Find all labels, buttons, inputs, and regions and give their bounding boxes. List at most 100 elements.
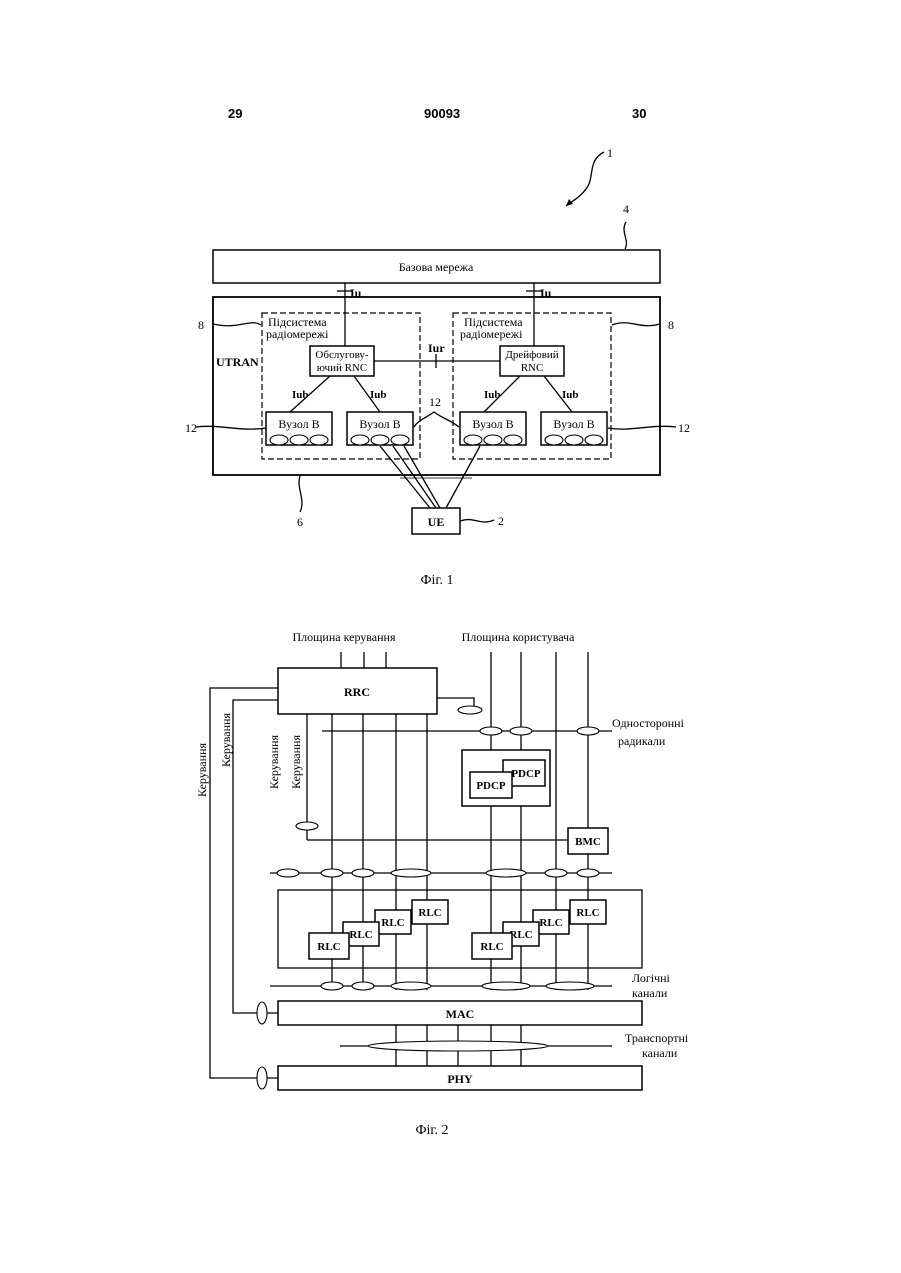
control-label-4: Керування (289, 735, 303, 789)
sap-ellipse (321, 869, 343, 877)
bmc-label: BMC (575, 836, 601, 848)
logical-channels-line2: канали (632, 986, 668, 1000)
transport-channels-line1: Транспортні (625, 1031, 689, 1045)
ref-leader-12-left (196, 426, 266, 429)
ref-label-1: 1 (607, 146, 613, 160)
sap-ellipse (352, 869, 374, 877)
rlc-label: RLC (480, 941, 503, 953)
pdcp-front-label: PDCP (476, 780, 506, 792)
ref-leader-2 (460, 520, 494, 522)
ref-leader-4 (624, 222, 626, 249)
rlc-label: RLC (418, 907, 441, 919)
ref-leader-6 (299, 476, 302, 512)
ref-label-8-left: 8 (198, 318, 204, 332)
sap-ellipse (277, 869, 299, 877)
pdcp-back-label: PDCP (511, 768, 541, 780)
rlc-label: RLC (539, 917, 562, 929)
phy-label: PHY (447, 1072, 473, 1086)
serving-rnc-line2: ючий RNC (317, 362, 367, 374)
cell-icon (310, 435, 328, 445)
cell-icon (545, 435, 563, 445)
figure-1: 1 Базова мережа 4 Iu Iu UTRAN Підсистема… (185, 146, 690, 588)
cell-icon (585, 435, 603, 445)
node-b-2-label: Вузол B (359, 417, 400, 431)
cell-icon (484, 435, 502, 445)
utran-label: UTRAN (216, 355, 259, 369)
ref-leader-12-mid (414, 412, 459, 427)
control-plane-label: Площина керування (293, 630, 396, 644)
node-b-2: Вузол B (347, 412, 413, 445)
figure-1-caption: Фіг. 1 (420, 573, 453, 588)
ue-label: UE (428, 515, 445, 529)
ref-label-6: 6 (297, 515, 303, 529)
cell-icon (290, 435, 308, 445)
cell-icon (270, 435, 288, 445)
control-label-3: Керування (267, 735, 281, 789)
node-b-3: Вузол B (460, 412, 526, 445)
core-network-label: Базова мережа (399, 260, 474, 274)
ref-arrow-1 (566, 152, 604, 206)
user-plane-label: Площина користувача (462, 630, 576, 644)
rlc-label: RLC (349, 929, 372, 941)
control-label-1: Керування (195, 743, 209, 797)
rlc-label: RLC (576, 907, 599, 919)
ref-label-2: 2 (498, 514, 504, 528)
sap-ellipse (257, 1002, 267, 1024)
unidirectional-line1: Односторонні (612, 716, 685, 730)
cell-icon (464, 435, 482, 445)
iub-label-3: Iub (484, 389, 501, 401)
sap-ellipse (546, 982, 594, 990)
sap-ellipse (391, 869, 431, 877)
cell-icon (565, 435, 583, 445)
cell-icon (504, 435, 522, 445)
rrc-label: RRC (344, 685, 370, 699)
logical-channels-line1: Логічні (632, 971, 671, 985)
iub-label-2: Iub (370, 389, 387, 401)
sap-ellipse (545, 869, 567, 877)
cell-icon (371, 435, 389, 445)
sap-ellipse (368, 1041, 548, 1051)
iur-label: Iur (428, 341, 445, 355)
control-label-2: Керування (219, 713, 233, 767)
radio-link (446, 446, 480, 508)
rlc-label: RLC (381, 917, 404, 929)
transport-channels-line2: канали (642, 1046, 678, 1060)
sap-ellipse (482, 982, 530, 990)
mac-label: MAC (446, 1007, 475, 1021)
node-b-1-label: Вузол B (278, 417, 319, 431)
node-b-3-label: Вузол B (472, 417, 513, 431)
ref-leader-8-right (612, 323, 660, 326)
node-b-4-label: Вузол B (553, 417, 594, 431)
sap-ellipse (352, 982, 374, 990)
node-b-4: Вузол B (541, 412, 607, 445)
sap-ellipse (510, 727, 532, 735)
iub-label-4: Iub (562, 389, 579, 401)
drift-rnc-line1: Дрейфовий (505, 349, 558, 361)
cell-icon (351, 435, 369, 445)
sap-ellipse (480, 727, 502, 735)
iub-label-1: Iub (292, 389, 309, 401)
sap-ellipse (257, 1067, 267, 1089)
rlc-label: RLC (317, 941, 340, 953)
sap-ellipse (391, 982, 431, 990)
radio-link (393, 446, 436, 508)
sap-ellipse (577, 869, 599, 877)
cell-icon (391, 435, 409, 445)
sap-ellipse (577, 727, 599, 735)
ref-label-8-right: 8 (668, 318, 674, 332)
figure-2-caption: Фіг. 2 (415, 1123, 448, 1138)
serving-rnc-line1: Обслугову- (315, 349, 368, 361)
ref-leader-12-right (608, 426, 676, 429)
rlc-label: RLC (509, 929, 532, 941)
unidirectional-line2: радикали (618, 734, 666, 748)
rns-left-line2: радіомережі (266, 327, 329, 341)
sap-ellipse (296, 822, 318, 830)
rns-right-line2: радіомережі (460, 327, 523, 341)
figure-2: Площина керування Площина користувача RR… (195, 630, 689, 1138)
drift-rnc-line2: RNC (521, 362, 544, 374)
ref-label-12-left: 12 (185, 421, 197, 435)
ref-label-12-right: 12 (678, 421, 690, 435)
sap-ellipse (458, 706, 482, 714)
ref-label-12-mid: 12 (429, 395, 441, 409)
